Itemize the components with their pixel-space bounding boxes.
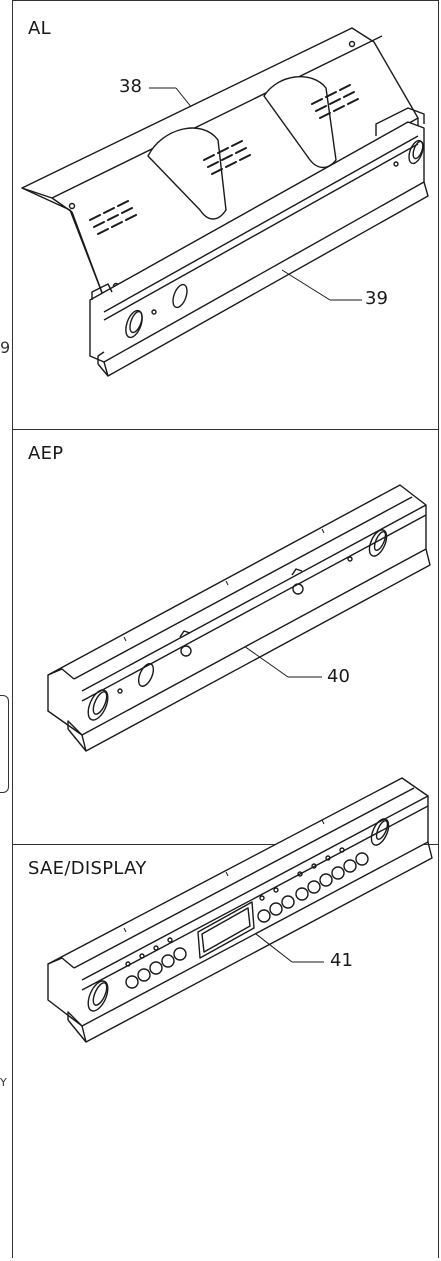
- panel-label-sae-display: SAE/DISPLAY: [28, 858, 147, 879]
- aep-rail-drawing: [47, 484, 431, 752]
- diagram-frame: [12, 0, 439, 1258]
- sae-display-window: [197, 901, 255, 959]
- sae-tick-marks: [123, 819, 325, 933]
- al-cover-and-rail-drawing: [21, 27, 429, 377]
- rail-39-shape: [89, 121, 429, 377]
- callout-41: 41: [330, 950, 353, 971]
- panel-label-al: AL: [28, 18, 51, 39]
- panel-sae-display: SAE/DISPLAY 41: [12, 844, 439, 1258]
- callout-39: 39: [365, 288, 388, 309]
- sae-button-row-right: [295, 847, 369, 901]
- sae-knobs-center: [257, 887, 295, 923]
- panel-al: AL 38 39: [12, 0, 439, 429]
- callout-38: 38: [119, 76, 142, 97]
- panel-divider-2: [12, 844, 439, 845]
- panel-aep: AEP 40: [12, 429, 439, 844]
- panel-divider-top: [12, 0, 439, 1]
- panel-label-aep: AEP: [28, 443, 64, 464]
- aep-rail-shape: [47, 484, 431, 752]
- cover-38-shape: [21, 27, 425, 313]
- edge-fragment-letter: Y: [0, 1076, 7, 1089]
- sae-rail-main: [47, 777, 433, 1043]
- sae-openings: [87, 818, 390, 1012]
- edge-fragment-bracket: [0, 695, 9, 793]
- panel-divider-1: [12, 429, 439, 430]
- callout-40: 40: [327, 666, 350, 687]
- sae-button-row-left: [125, 937, 187, 989]
- edge-fragment-mark: 9: [0, 338, 11, 357]
- leader-39-d: [281, 269, 331, 301]
